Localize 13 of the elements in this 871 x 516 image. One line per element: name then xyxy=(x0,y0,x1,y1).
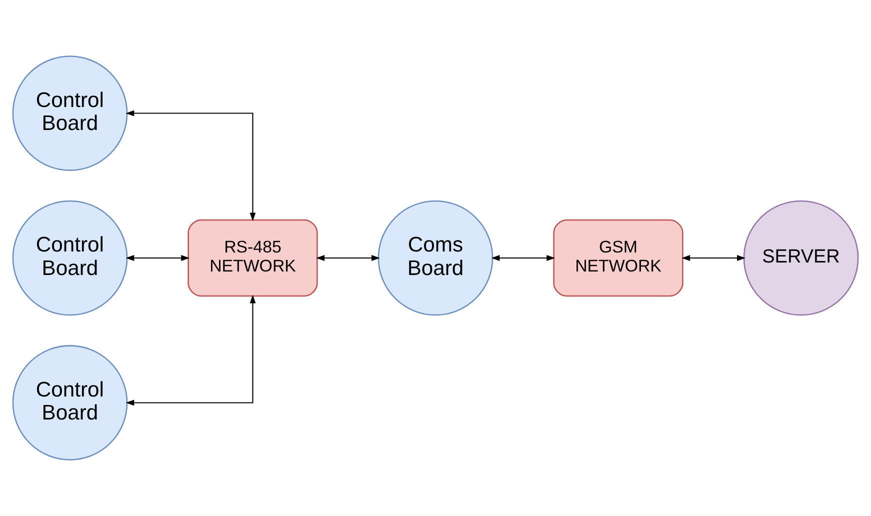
arrow xyxy=(126,294,256,406)
node-circle: Control Board xyxy=(12,200,128,316)
arrow xyxy=(682,255,746,261)
node-circle: Control Board xyxy=(12,345,128,460)
node-circle: SERVER xyxy=(743,200,859,316)
node-box: GSM NETWORK xyxy=(553,219,684,297)
arrow xyxy=(126,110,256,222)
node-box: RS-485 NETWORK xyxy=(188,219,318,297)
node-circle: Coms Board xyxy=(378,200,494,316)
node-circle: Control Board xyxy=(12,56,128,171)
arrow xyxy=(316,255,380,261)
arrow xyxy=(491,255,556,261)
arrow xyxy=(126,255,190,261)
